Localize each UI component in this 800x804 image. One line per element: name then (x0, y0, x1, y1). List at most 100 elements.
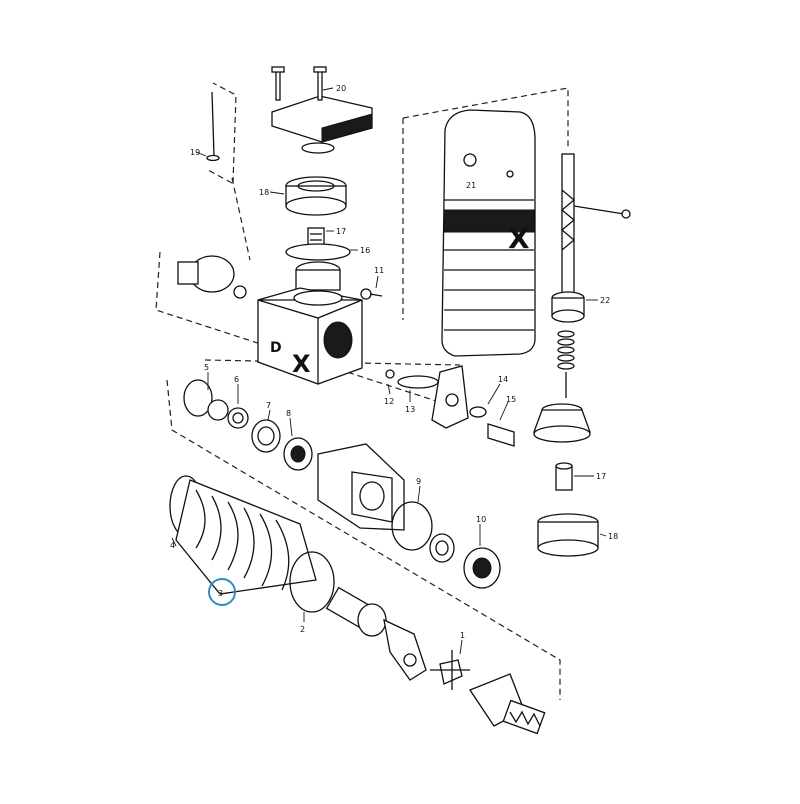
shift-mechanism (385, 365, 515, 447)
bearing-18b-bottom (537, 539, 599, 557)
bellows-rib-3 (227, 501, 239, 571)
bevel-gear-teeth (533, 425, 591, 443)
lead-12 (387, 383, 391, 395)
washer-14 (469, 406, 487, 418)
seal-9b (429, 533, 455, 563)
callout-14: 14 (498, 375, 508, 384)
cover-bolt-left-head (271, 66, 285, 73)
spring-4 (557, 354, 575, 362)
callout-labels: 20 19 18 17 16 11 21 22 17 18 12 13 14 1… (170, 84, 618, 640)
lead-20 (322, 87, 334, 91)
top-cover-side (321, 113, 373, 143)
bellows-rib-5 (259, 513, 273, 587)
bellows-rib-4 (243, 507, 255, 579)
highlight-circle (208, 578, 236, 606)
vertical-drive-assembly (533, 153, 631, 557)
lead-15 (499, 401, 509, 421)
flange-body (317, 443, 405, 531)
callout-6: 6 (234, 375, 239, 384)
lead-11 (375, 275, 379, 289)
top-cover-assembly (195, 66, 373, 162)
screw-12 (385, 369, 395, 379)
universal-joint-assembly (325, 586, 546, 735)
lead-18b (599, 533, 607, 537)
lower-flange-housing (317, 443, 405, 531)
shield-screw-21 (463, 153, 477, 167)
housing-port (323, 321, 353, 359)
output-bearing-stack (391, 485, 501, 589)
housing-logo: X (292, 350, 311, 378)
ujoint-yoke-a (357, 603, 387, 637)
upper-gear-group-link (231, 177, 251, 261)
upper-shaft-assembly (285, 227, 358, 291)
bellows-rib-2 (211, 495, 222, 561)
housing-logo-prefix: D (270, 340, 282, 356)
callout-10: 10 (476, 515, 486, 524)
callout-17-bottom: 17 (596, 472, 606, 481)
callout-4: 4 (170, 541, 175, 550)
lead-8 (289, 417, 293, 437)
bellows-3 (175, 479, 317, 595)
bellows-assembly (169, 475, 335, 622)
seal-7-bore (257, 426, 275, 446)
callout-3: 3 (218, 589, 223, 598)
vertical-shaft (561, 153, 575, 295)
washer-6-bore (232, 412, 244, 424)
callout-20: 20 (336, 84, 346, 93)
end-yoke-teeth (509, 710, 541, 727)
top-cover-group-line (212, 82, 237, 184)
callout-11: 11 (374, 266, 384, 275)
callout-15: 15 (506, 395, 516, 404)
flange-bore (359, 481, 385, 511)
spring-3 (557, 346, 575, 354)
seal-9b-bore (435, 540, 449, 556)
callout-18-bottom: 18 (608, 532, 618, 541)
cover-bolt-right-head (313, 66, 327, 73)
stud-19 (211, 91, 215, 157)
ring-5 (207, 399, 229, 421)
lower-gear-group-top (204, 359, 461, 366)
side-nut (233, 285, 247, 299)
callout-16: 16 (360, 246, 370, 255)
bolt-11 (360, 288, 372, 300)
shaft-pin-head (621, 209, 631, 219)
pinion-gear-body (295, 269, 341, 291)
callout-22: 22 (600, 296, 610, 305)
housing-body (257, 287, 363, 385)
bearing-8-bore (290, 445, 306, 463)
callout-13: 13 (405, 405, 415, 414)
shield-band (443, 209, 535, 233)
ujoint-yoke-hole (403, 653, 417, 667)
lead-7 (267, 409, 271, 421)
lead-19 (195, 151, 207, 157)
callout-1: 1 (460, 631, 465, 640)
upper-gear-housing: D X (177, 255, 383, 385)
side-gear-hub (177, 261, 199, 285)
spring-5 (557, 362, 575, 370)
lead-9 (417, 485, 421, 503)
oring-13 (397, 375, 439, 389)
shaft-pin (573, 205, 625, 215)
shift-bracket-hole (445, 393, 459, 407)
cover-bolt-left (275, 69, 281, 101)
clamp-2 (289, 551, 335, 613)
callout-2: 2 (300, 625, 305, 634)
spring-1 (557, 330, 575, 338)
bearing-10-bore (472, 557, 492, 579)
callout-18-top: 18 (259, 188, 269, 197)
spring-2 (557, 338, 575, 346)
bearing-17b-top (555, 462, 573, 470)
cover-seal (301, 142, 335, 154)
bolt-11-shaft (369, 293, 383, 297)
shield-assembly: X (441, 109, 536, 357)
block-15 (487, 423, 515, 447)
oring-9 (391, 501, 433, 551)
bearing-22-bottom (551, 309, 585, 323)
callout-17-top: 17 (336, 227, 346, 236)
lead-14 (487, 383, 501, 405)
callout-5: 5 (204, 363, 209, 372)
callout-21: 21 (466, 181, 476, 190)
top-cover-group-line-2 (207, 169, 233, 184)
shield-logo: X (508, 222, 530, 255)
